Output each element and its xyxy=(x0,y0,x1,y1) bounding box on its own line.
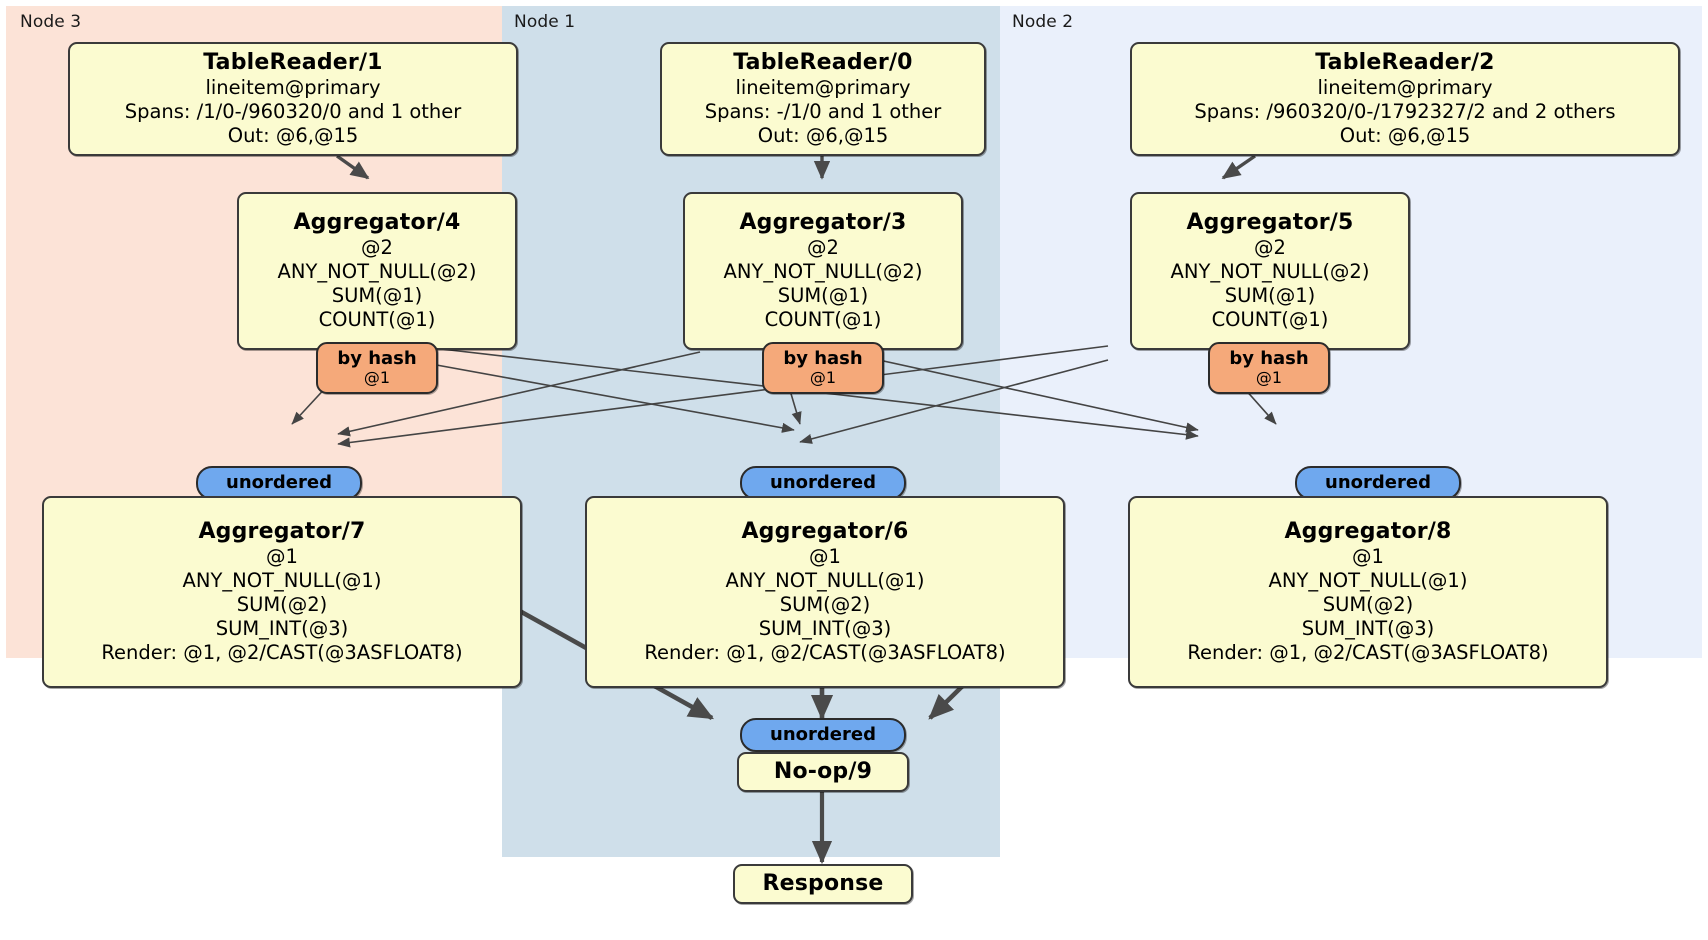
processor-line: SUM(@2) xyxy=(236,593,328,617)
processor-line: COUNT(@1) xyxy=(764,308,882,332)
synchronizer-label: unordered xyxy=(770,471,876,493)
synchronizer-unordered-mid[interactable]: unordered xyxy=(740,466,906,500)
processor-line: ANY_NOT_NULL(@1) xyxy=(1268,569,1468,593)
synchronizer-label: unordered xyxy=(1325,471,1431,493)
processor-line: @1 xyxy=(1352,545,1384,569)
processor-line: SUM_INT(@3) xyxy=(215,617,349,641)
processor-line: SUM(@2) xyxy=(779,593,871,617)
router-by-hash-left[interactable]: by hash @1 xyxy=(316,342,438,394)
processor-line: COUNT(@1) xyxy=(1211,308,1329,332)
processor-line: ANY_NOT_NULL(@2) xyxy=(277,260,477,284)
processor-line: @2 xyxy=(1254,236,1286,260)
router-key: @1 xyxy=(1255,368,1283,388)
processor-line: lineitem@primary xyxy=(735,76,911,100)
processor-tablereader-0[interactable]: TableReader/0 lineitem@primary Spans: -/… xyxy=(660,42,986,156)
processor-title: TableReader/1 xyxy=(203,49,383,75)
processor-response[interactable]: Response xyxy=(733,864,913,904)
processor-line: ANY_NOT_NULL(@2) xyxy=(1170,260,1370,284)
processor-render-line: Render: @1, @2/CAST(@3ASFLOAT8) xyxy=(644,641,1006,665)
processor-line: SUM(@1) xyxy=(777,284,869,308)
processor-line: SUM(@1) xyxy=(331,284,423,308)
processor-line: Spans: -/1/0 and 1 other xyxy=(704,100,942,124)
processor-noop-9[interactable]: No-op/9 xyxy=(737,752,909,792)
processor-line: COUNT(@1) xyxy=(318,308,436,332)
processor-title: Aggregator/6 xyxy=(741,518,909,544)
router-by-hash-mid[interactable]: by hash @1 xyxy=(762,342,884,394)
processor-title: No-op/9 xyxy=(773,758,873,784)
node-label-node2: Node 2 xyxy=(1012,12,1074,32)
processor-line: ANY_NOT_NULL(@2) xyxy=(723,260,923,284)
processor-title: Aggregator/3 xyxy=(739,209,907,235)
processor-title: Response xyxy=(762,870,884,896)
processor-line: lineitem@primary xyxy=(1317,76,1493,100)
processor-aggregator-8[interactable]: Aggregator/8 @1 ANY_NOT_NULL(@1) SUM(@2)… xyxy=(1128,496,1608,688)
processor-tablereader-1[interactable]: TableReader/1 lineitem@primary Spans: /1… xyxy=(68,42,518,156)
processor-title: Aggregator/7 xyxy=(198,518,366,544)
processor-aggregator-6[interactable]: Aggregator/6 @1 ANY_NOT_NULL(@1) SUM(@2)… xyxy=(585,496,1065,688)
processor-line: SUM_INT(@3) xyxy=(758,617,892,641)
processor-line: ANY_NOT_NULL(@1) xyxy=(182,569,382,593)
processor-line: SUM(@2) xyxy=(1322,593,1414,617)
node-label-node3: Node 3 xyxy=(20,12,82,32)
processor-aggregator-3[interactable]: Aggregator/3 @2 ANY_NOT_NULL(@2) SUM(@1)… xyxy=(683,192,963,350)
router-kind: by hash xyxy=(1229,347,1309,369)
processor-line: Spans: /1/0-/960320/0 and 1 other xyxy=(124,100,462,124)
processor-title: TableReader/0 xyxy=(733,49,913,75)
synchronizer-unordered-left[interactable]: unordered xyxy=(196,466,362,500)
processor-line: @1 xyxy=(266,545,298,569)
processor-line: Out: @6,@15 xyxy=(227,124,359,148)
processor-line: @2 xyxy=(361,236,393,260)
processor-line: ANY_NOT_NULL(@1) xyxy=(725,569,925,593)
processor-line: Spans: /960320/0-/1792327/2 and 2 others xyxy=(1194,100,1616,124)
processor-render-line: Render: @1, @2/CAST(@3ASFLOAT8) xyxy=(1187,641,1549,665)
processor-line: Out: @6,@15 xyxy=(1339,124,1471,148)
processor-line: @2 xyxy=(807,236,839,260)
synchronizer-unordered-final[interactable]: unordered xyxy=(740,718,906,752)
processor-line: lineitem@primary xyxy=(205,76,381,100)
processor-line: SUM_INT(@3) xyxy=(1301,617,1435,641)
router-by-hash-right[interactable]: by hash @1 xyxy=(1208,342,1330,394)
processor-aggregator-7[interactable]: Aggregator/7 @1 ANY_NOT_NULL(@1) SUM(@2)… xyxy=(42,496,522,688)
processor-render-line: Render: @1, @2/CAST(@3ASFLOAT8) xyxy=(101,641,463,665)
synchronizer-label: unordered xyxy=(770,723,876,745)
router-key: @1 xyxy=(363,368,391,388)
processor-title: TableReader/2 xyxy=(1315,49,1495,75)
processor-aggregator-5[interactable]: Aggregator/5 @2 ANY_NOT_NULL(@2) SUM(@1)… xyxy=(1130,192,1410,350)
node-label-node1: Node 1 xyxy=(514,12,576,32)
router-key: @1 xyxy=(809,368,837,388)
processor-title: Aggregator/8 xyxy=(1284,518,1452,544)
processor-line: SUM(@1) xyxy=(1224,284,1316,308)
synchronizer-label: unordered xyxy=(226,471,332,493)
processor-tablereader-2[interactable]: TableReader/2 lineitem@primary Spans: /9… xyxy=(1130,42,1680,156)
processor-line: @1 xyxy=(809,545,841,569)
processor-title: Aggregator/5 xyxy=(1186,209,1354,235)
router-kind: by hash xyxy=(337,347,417,369)
router-kind: by hash xyxy=(783,347,863,369)
processor-line: Out: @6,@15 xyxy=(757,124,889,148)
processor-aggregator-4[interactable]: Aggregator/4 @2 ANY_NOT_NULL(@2) SUM(@1)… xyxy=(237,192,517,350)
processor-title: Aggregator/4 xyxy=(293,209,461,235)
synchronizer-unordered-right[interactable]: unordered xyxy=(1295,466,1461,500)
